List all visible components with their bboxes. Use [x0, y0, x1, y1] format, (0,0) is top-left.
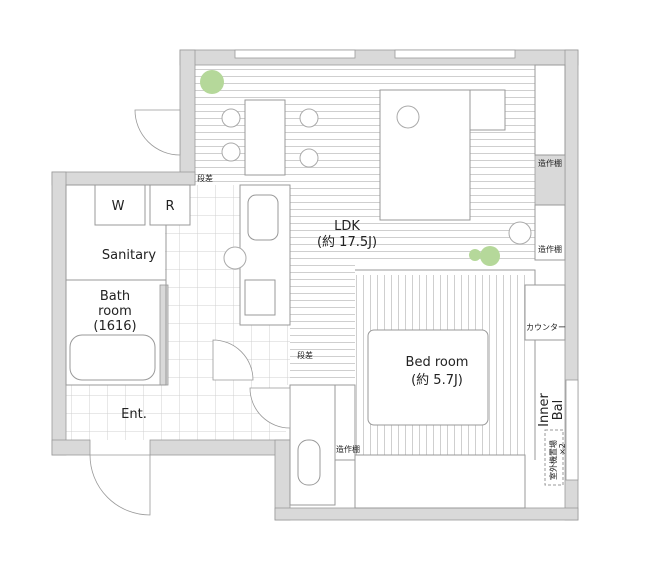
plants [200, 70, 500, 266]
inner-balcony-label: Inner Bal [537, 393, 566, 427]
bathroom-size: (1616) [93, 319, 136, 334]
shelf-label-2: 造作棚 [538, 244, 562, 254]
washer-label: W [112, 199, 125, 214]
bathroom-label-2: room [98, 304, 132, 319]
ac-unit-count: ×2 [558, 443, 567, 455]
entrance-floor [66, 385, 286, 440]
bedroom-size: (約 5.7J) [411, 373, 463, 388]
shelf-label-3: 造作棚 [336, 444, 360, 454]
door-swing-hall [212, 339, 254, 381]
shelf-label-1: 造作棚 [538, 158, 562, 168]
entrance-label: Ent. [121, 407, 147, 422]
svg-text:Inner: Inner [537, 393, 552, 427]
entrance-door [89, 454, 151, 516]
ldk-floor-lower [290, 185, 355, 380]
bathroom-label-1: Bath [100, 289, 130, 304]
svg-text:Bal: Bal [551, 400, 566, 421]
windows [234, 49, 579, 481]
ldk-size: (約 17.5J) [317, 235, 377, 250]
door-swing-toilet [249, 387, 291, 429]
dining-chairs [221, 105, 532, 270]
counter-label: カウンター [526, 323, 566, 332]
door-swing-ldk [134, 109, 181, 156]
bedroom-label: Bed room [406, 355, 469, 370]
doors [89, 109, 291, 516]
ldk-label: LDK [334, 219, 360, 234]
sanitary-label: Sanitary [102, 248, 156, 263]
step-label-2: 段差 [297, 350, 313, 360]
partitions [65, 64, 566, 509]
fridge-label: R [165, 199, 174, 214]
ac-unit-label: 室外機置場 [548, 440, 558, 480]
step-label-1: 段差 [197, 173, 213, 183]
